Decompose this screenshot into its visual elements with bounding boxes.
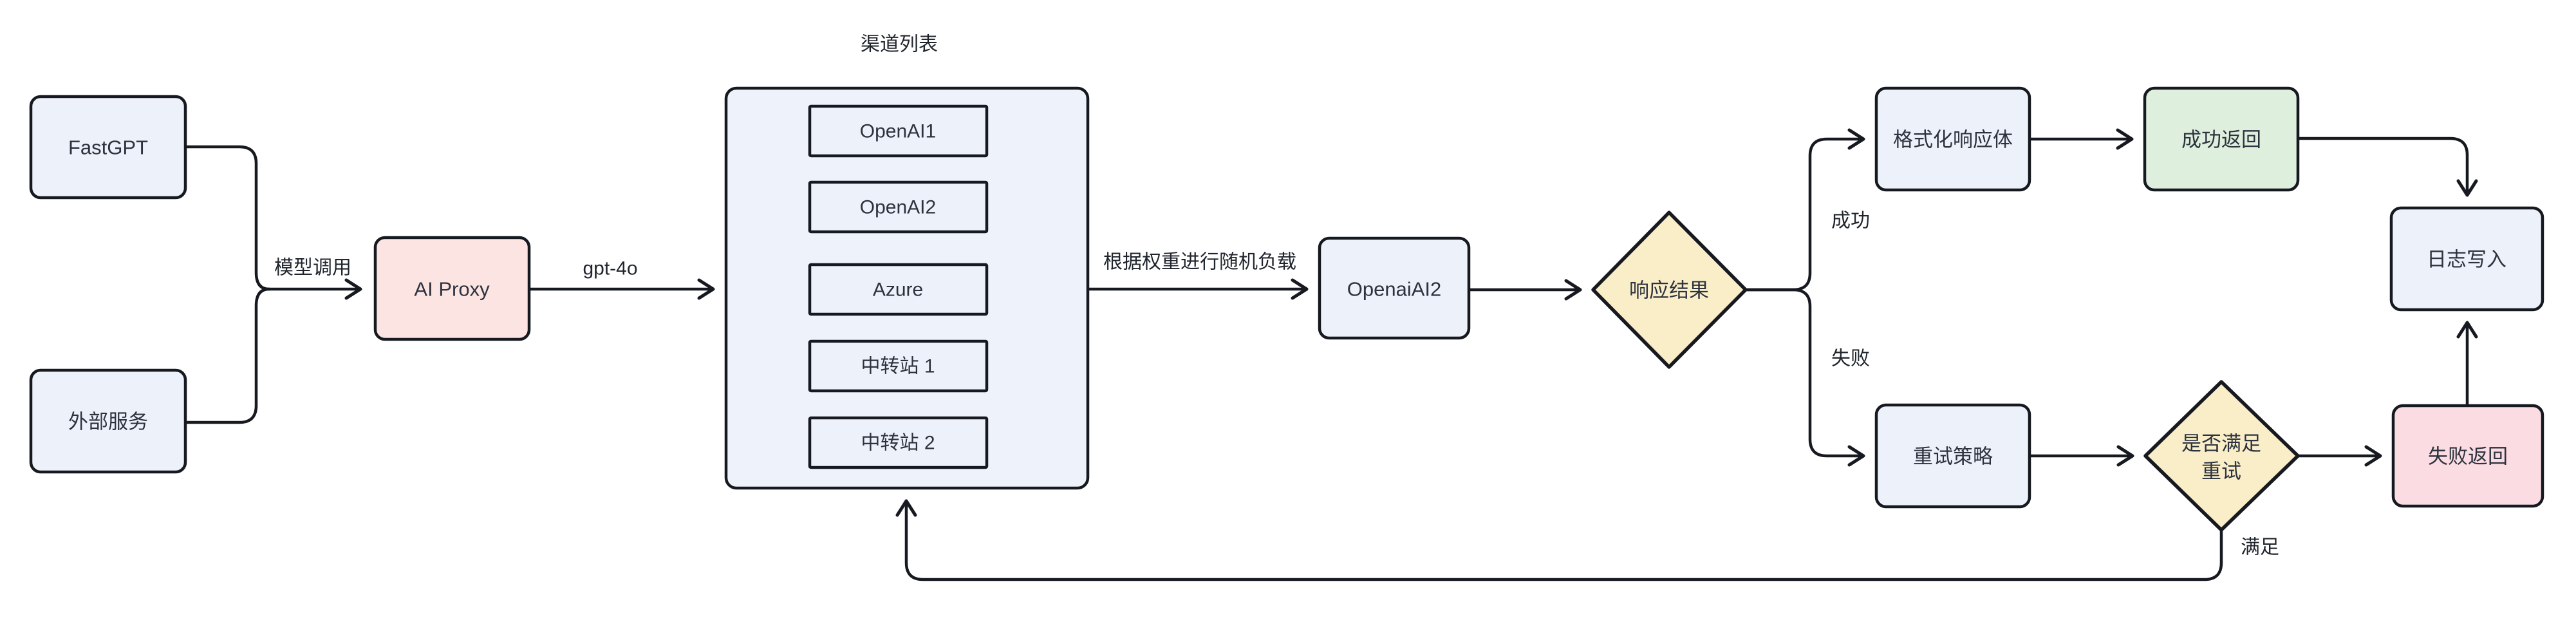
edges: [183, 128, 2478, 581]
nodes: FastGPT 外部服务 AI Proxy 渠道列表 OpenAI1 OpenA…: [29, 34, 2544, 532]
node-success-return: 成功返回: [2143, 86, 2300, 192]
channel-box: [808, 416, 989, 469]
edge-label-success: 成功: [1831, 211, 1870, 232]
node-format-response: 格式化响应体: [1874, 86, 2031, 192]
channel-box: [808, 339, 989, 393]
channel-list-title: 渠道列表: [861, 34, 938, 55]
node-log-write: 日志写入: [2389, 206, 2544, 312]
channel-item-openai2: OpenAI2: [808, 180, 989, 234]
edge-response-result-to-retry-strategy: [1744, 288, 1865, 467]
retry-check-label-line2: 重试: [2201, 460, 2241, 483]
edge-external-service-to-merge: [183, 287, 271, 424]
channel-item-relay2: 中转站 2: [808, 416, 989, 469]
channel-item-openai1: OpenAI1: [808, 104, 989, 158]
edge-response-result-to-format-response: [1744, 128, 1865, 292]
fail-return-label: 失败返回: [2428, 446, 2508, 468]
channel-box: [808, 104, 989, 158]
format-response-box: [1874, 86, 2031, 192]
channel-box: [808, 263, 989, 316]
external-service-box: [29, 368, 187, 474]
log-write-label: 日志写入: [2427, 249, 2506, 271]
channel-box: [808, 180, 989, 234]
selected-channel-label: OpenaiAI2: [1347, 278, 1442, 301]
node-fail-return: 失败返回: [2391, 404, 2544, 508]
edge-label-model-call: 模型调用: [274, 258, 351, 279]
retry-strategy-box: [1874, 403, 2031, 509]
retry-check-diamond: [2143, 380, 2300, 532]
log-write-box: [2389, 206, 2544, 312]
channel-item-relay1: 中转站 1: [808, 339, 989, 393]
edge-fastgpt-to-merge: [183, 145, 271, 291]
channel-label: OpenAI1: [860, 121, 936, 142]
selected-channel-box: [1318, 236, 1471, 340]
edge-label-model-name: gpt-4o: [583, 258, 637, 279]
success-return-box: [2143, 86, 2300, 192]
ai-proxy-box: [373, 236, 531, 341]
channel-label: OpenAI2: [860, 197, 936, 218]
channel-label: 中转站 1: [861, 356, 935, 377]
node-ai-proxy: AI Proxy: [373, 236, 531, 341]
retry-strategy-label: 重试策略: [1913, 446, 1993, 468]
response-result-diamond: [1591, 211, 1748, 369]
retry-check-label-line1: 是否满足: [2181, 433, 2261, 455]
edge-retry-check-loopback-to-channel-list: [895, 499, 2223, 581]
fastgpt-label: FastGPT: [68, 137, 148, 159]
channel-label: Azure: [873, 279, 923, 301]
node-selected-channel: OpenaiAI2: [1318, 236, 1471, 340]
node-retry-check: 是否满足 重试: [2143, 380, 2300, 532]
edge-label-weighted-load: 根据权重进行随机负载: [1103, 252, 1296, 273]
channel-item-azure: Azure: [808, 263, 989, 316]
format-response-label: 格式化响应体: [1893, 129, 2013, 151]
node-channel-list: 渠道列表 OpenAI1 OpenAI2 Azure 中转站 1 中转站 2: [724, 34, 1090, 490]
node-response-result: 响应结果: [1591, 211, 1748, 369]
node-external-service: 外部服务: [29, 368, 187, 474]
edge-label-fail: 失败: [1831, 348, 1870, 370]
edge-success-return-to-log-write: [2296, 137, 2478, 197]
external-service-label: 外部服务: [68, 411, 148, 433]
ai-proxy-label: AI Proxy: [414, 278, 490, 301]
node-retry-strategy: 重试策略: [1874, 403, 2031, 509]
response-result-label: 响应结果: [1629, 279, 1709, 302]
node-fastgpt: FastGPT: [29, 95, 187, 200]
edge-label-satisfied: 满足: [2241, 537, 2279, 558]
edge-labels: 模型调用 gpt-4o 根据权重进行随机负载 成功 失败 满足: [274, 211, 2279, 558]
channel-label: 中转站 2: [861, 433, 935, 454]
fastgpt-box: [29, 95, 187, 200]
success-return-label: 成功返回: [2181, 129, 2261, 151]
fail-return-box: [2391, 404, 2544, 508]
